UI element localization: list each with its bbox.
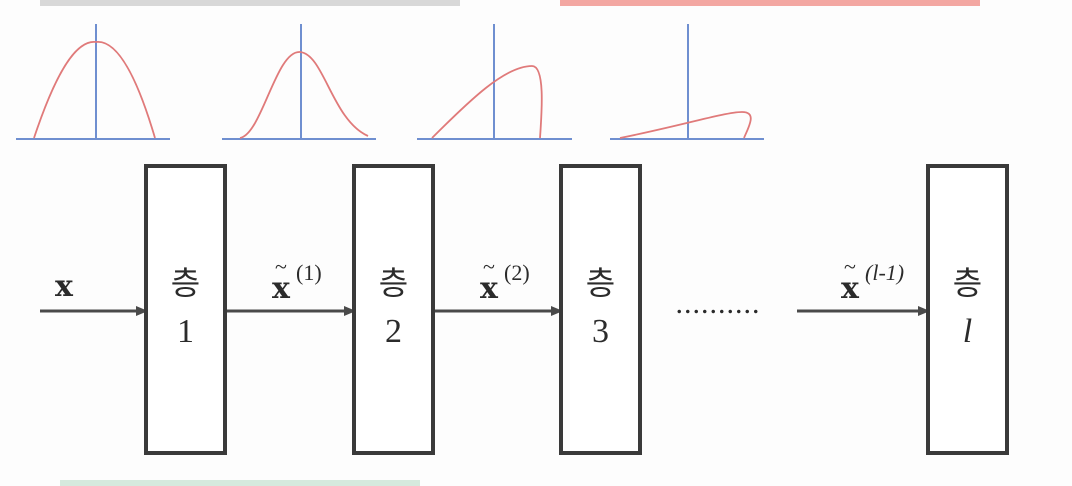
layer-box-2: 층 2 [352,164,435,455]
plot-4-curve [619,111,752,139]
layer-box-3: 층 3 [559,164,642,455]
transition-label-l: ~ x (l-1) [841,254,904,306]
transition-2-sup-value: 2 [511,260,522,285]
transition-2-symbol: x [480,271,499,306]
plot-1-curve [33,41,156,139]
transition-label-1: ~ x (1) [272,254,322,306]
transition-l-symbol: x [841,271,860,306]
layer-box-1: 층 1 [144,164,227,455]
distribution-plot-3 [417,24,572,140]
plot-2-curve [239,51,369,139]
transition-l-superscript: (l-1) [865,260,904,285]
transition-1-sup-value: 1 [303,260,314,285]
layer-box-l: 층 l [926,164,1009,455]
distribution-plot-1 [16,24,170,140]
transition-l-tilde: ~ [844,254,856,279]
layer-1-index: 1 [177,313,194,350]
layer-3-index: 3 [592,313,609,350]
plot-3-curve [431,65,543,139]
input-symbol: x [55,269,74,304]
cropped-caption [60,480,420,486]
cropped-heading [40,0,980,6]
layer-1-word: 층 [171,264,200,302]
distribution-plot-2 [222,24,376,140]
layer-3-word: 층 [586,264,615,302]
transition-1-superscript: (1) [296,260,322,285]
transition-label-2: ~ x (2) [480,254,530,306]
transition-l-sup-value: l-1 [872,260,896,285]
layer-2-word: 층 [379,264,408,302]
distribution-plot-4 [610,24,764,140]
transition-1-symbol: x [272,271,291,306]
layer-2-index: 2 [385,313,402,350]
transition-2-tilde: ~ [483,254,495,279]
transition-2-superscript: (2) [504,260,530,285]
ellipsis-dots: .......... [676,287,761,320]
layer-l-word: 층 [953,264,982,302]
transition-1-tilde: ~ [275,254,287,279]
layer-l-index: l [963,313,972,350]
